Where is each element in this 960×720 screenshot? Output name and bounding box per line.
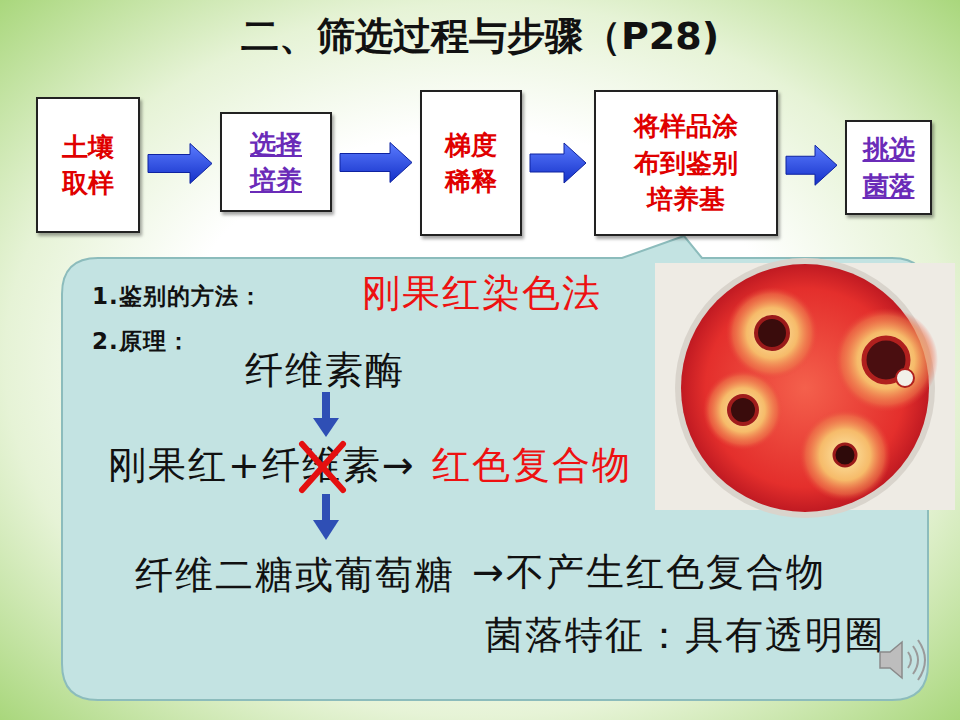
flow-arrow: [340, 143, 412, 183]
note-text: →不产生红色复合物: [472, 553, 826, 591]
note-text: 红色复合物: [432, 446, 632, 484]
process-box: 挑选 菌落: [845, 120, 932, 215]
slide-title: 二、筛选过程与步骤（P28): [0, 16, 960, 58]
note-text: 刚果红+纤维素→: [108, 446, 416, 484]
step-label: 土壤 取样: [38, 129, 138, 202]
note-text: 菌落特征：具有透明圈: [485, 616, 885, 654]
callout-outline: [62, 236, 928, 700]
step-label: 梯度 稀释: [422, 127, 520, 200]
step-label: 选择 培养: [222, 126, 330, 199]
step-label: 将样品涂 布到鉴别 培养基: [596, 108, 776, 217]
callout-bubble: 1.鉴别的方法： 刚果红染色法 2.原理： 纤维素酶刚果红+纤维素→ 红色复合物纤维二糖…: [62, 258, 928, 700]
note-text: 刚果红染色法: [362, 274, 602, 312]
note-text: 纤维二糖或葡萄糖: [135, 556, 455, 594]
flow-arrow: [530, 143, 586, 183]
note-text: 1.鉴别的方法：: [92, 285, 263, 308]
step-label: 挑选 菌落: [847, 131, 930, 204]
note-text: 纤维素酶: [245, 351, 405, 389]
flow-arrow: [148, 144, 212, 184]
process-box: 选择 培养: [220, 112, 332, 212]
flow-arrow: [786, 145, 837, 185]
note-text: 2.原理：: [92, 330, 191, 353]
process-box: 土壤 取样: [36, 97, 140, 233]
process-box: 梯度 稀释: [420, 90, 522, 236]
process-box: 将样品涂 布到鉴别 培养基: [594, 90, 778, 236]
